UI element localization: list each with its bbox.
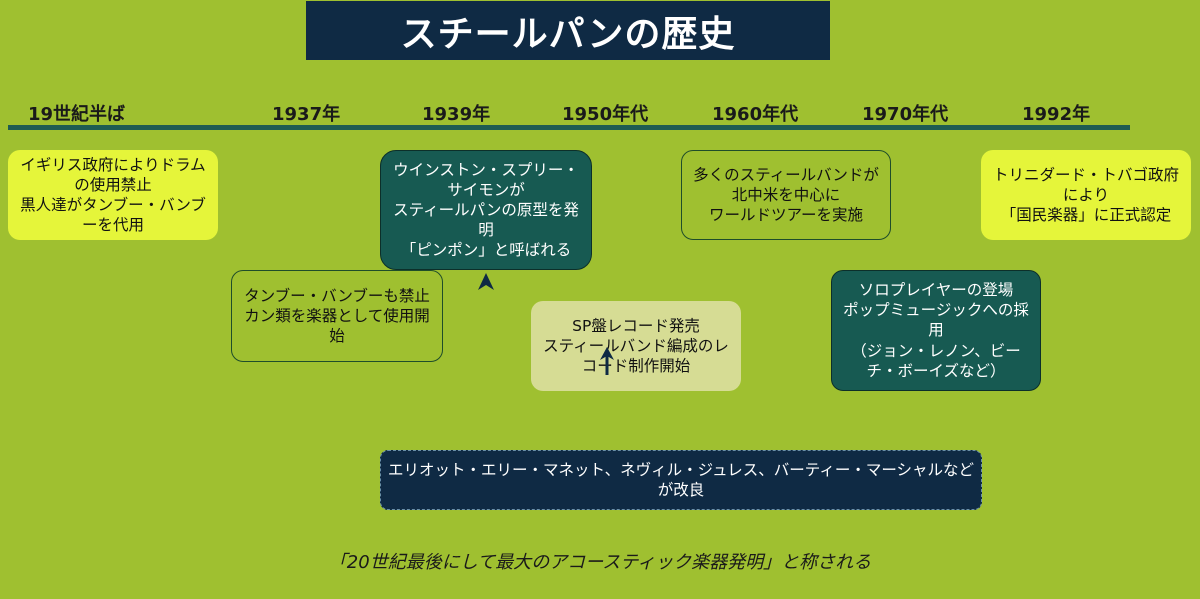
arrowhead-icon-1939 xyxy=(478,273,494,290)
event-text-1970s: ソロプレイヤーの登場 ポップミュージックへの採用 （ジョン・レノン、ビーチ・ボー… xyxy=(843,281,1029,380)
event-text-1939: ウインストン・スプリー・サイモンが スティールパンの原型を発明 「ピンポン」と呼… xyxy=(393,160,579,260)
year-label-1937: 1937年 xyxy=(272,104,341,125)
event-box-1960s: 多くのスティールバンドが 北中米を中心に ワールドツアーを実施 xyxy=(681,150,891,240)
arrow-up-icon-1950s xyxy=(600,347,614,375)
page-title: スチールパンの歴史 xyxy=(306,1,830,60)
year-label-1970s: 1970年代 xyxy=(862,104,949,125)
improvers-box: エリオット・エリー・マネット、ネヴィル・ジュレス、バーティー・マーシャルなどが改… xyxy=(380,450,982,510)
year-label-1992: 1992年 xyxy=(1022,104,1091,125)
year-label-1960s: 1960年代 xyxy=(712,104,799,125)
event-text-1992: トリニダード・トバゴ政府により 「国民楽器」に正式認定 xyxy=(992,165,1179,225)
event-box-1970s: ソロプレイヤーの登場 ポップミュージックへの採用 （ジョン・レノン、ビーチ・ボー… xyxy=(831,270,1041,391)
timeline-line xyxy=(8,125,1130,130)
event-box-1937: タンブー・バンブーも禁止 カン類を楽器として使用開始 xyxy=(231,270,443,362)
event-text-19c: イギリス政府によりドラムの使用禁止 黒人達がタンブー・バンブーを代用 xyxy=(20,155,206,235)
year-label-1939: 1939年 xyxy=(422,104,491,125)
event-box-1992: トリニダード・トバゴ政府により 「国民楽器」に正式認定 xyxy=(981,150,1191,240)
event-text-1937: タンブー・バンブーも禁止 カン類を楽器として使用開始 xyxy=(244,286,430,346)
event-text-1960s: 多くのスティールバンドが 北中米を中心に ワールドツアーを実施 xyxy=(693,165,879,225)
event-box-1939: ウインストン・スプリー・サイモンが スティールパンの原型を発明 「ピンポン」と呼… xyxy=(380,150,592,270)
year-label-1950s: 1950年代 xyxy=(562,104,649,125)
improvers-text: エリオット・エリー・マネット、ネヴィル・ジュレス、バーティー・マーシャルなどが改… xyxy=(387,460,975,499)
footer-caption: 「20世紀最後にして最大のアコースティック楽器発明」と称される xyxy=(328,552,872,573)
event-text-1950s: SP盤レコード発売 スティールバンド編成のレコード制作開始 xyxy=(543,316,729,376)
event-box-1950s: SP盤レコード発売 スティールバンド編成のレコード制作開始 xyxy=(531,301,741,391)
year-label-19c: 19世紀半ば xyxy=(28,104,126,125)
event-box-19c: イギリス政府によりドラムの使用禁止 黒人達がタンブー・バンブーを代用 xyxy=(8,150,218,240)
